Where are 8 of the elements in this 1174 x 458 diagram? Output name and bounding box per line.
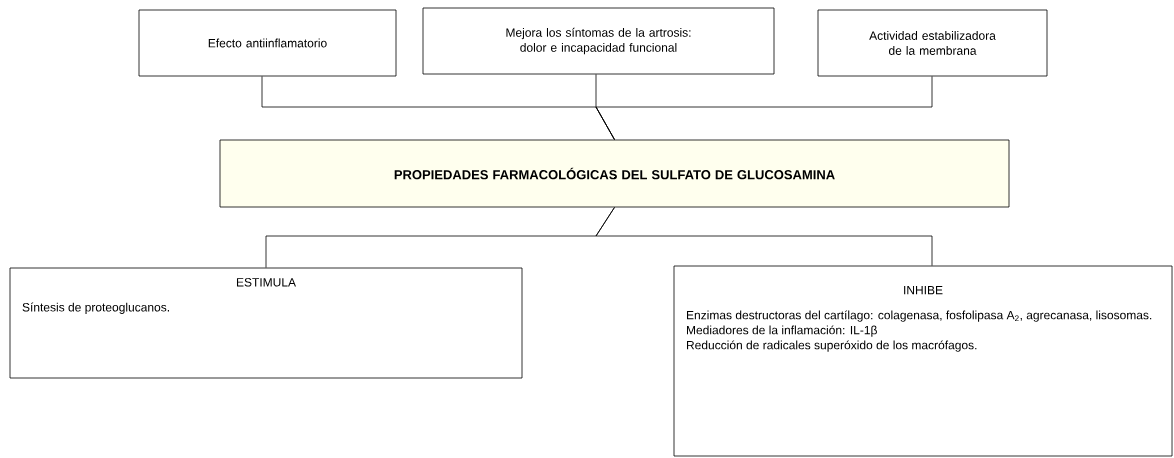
connector-line: [595, 76, 933, 140]
title-box: PROPIEDADES FARMACOLÓGICAS DEL SULFATO DE GLUCOSAMINA: [219, 139, 1010, 208]
property-box: Actividad estabilizadora de la membrana: [817, 9, 1048, 77]
effect-box: ESTIMULA Síntesis de proteoglucanos.: [9, 267, 523, 379]
connector-line: [595, 207, 933, 266]
property-box: Mejora los síntomas de la artrosis: dolor e incapacidad funcional: [422, 7, 775, 75]
property-box: Efecto antiinflamatorio: [138, 9, 397, 77]
effect-box: INHIBE Enzimas destructoras del cartílago: colagenasa, fosfolipasa A$_{2}$, agrecanasa, lisosomas. Mediadores de la inflamación: IL-1β Reducción de radicales superóxido de los macrófagos.: [673, 265, 1173, 457]
